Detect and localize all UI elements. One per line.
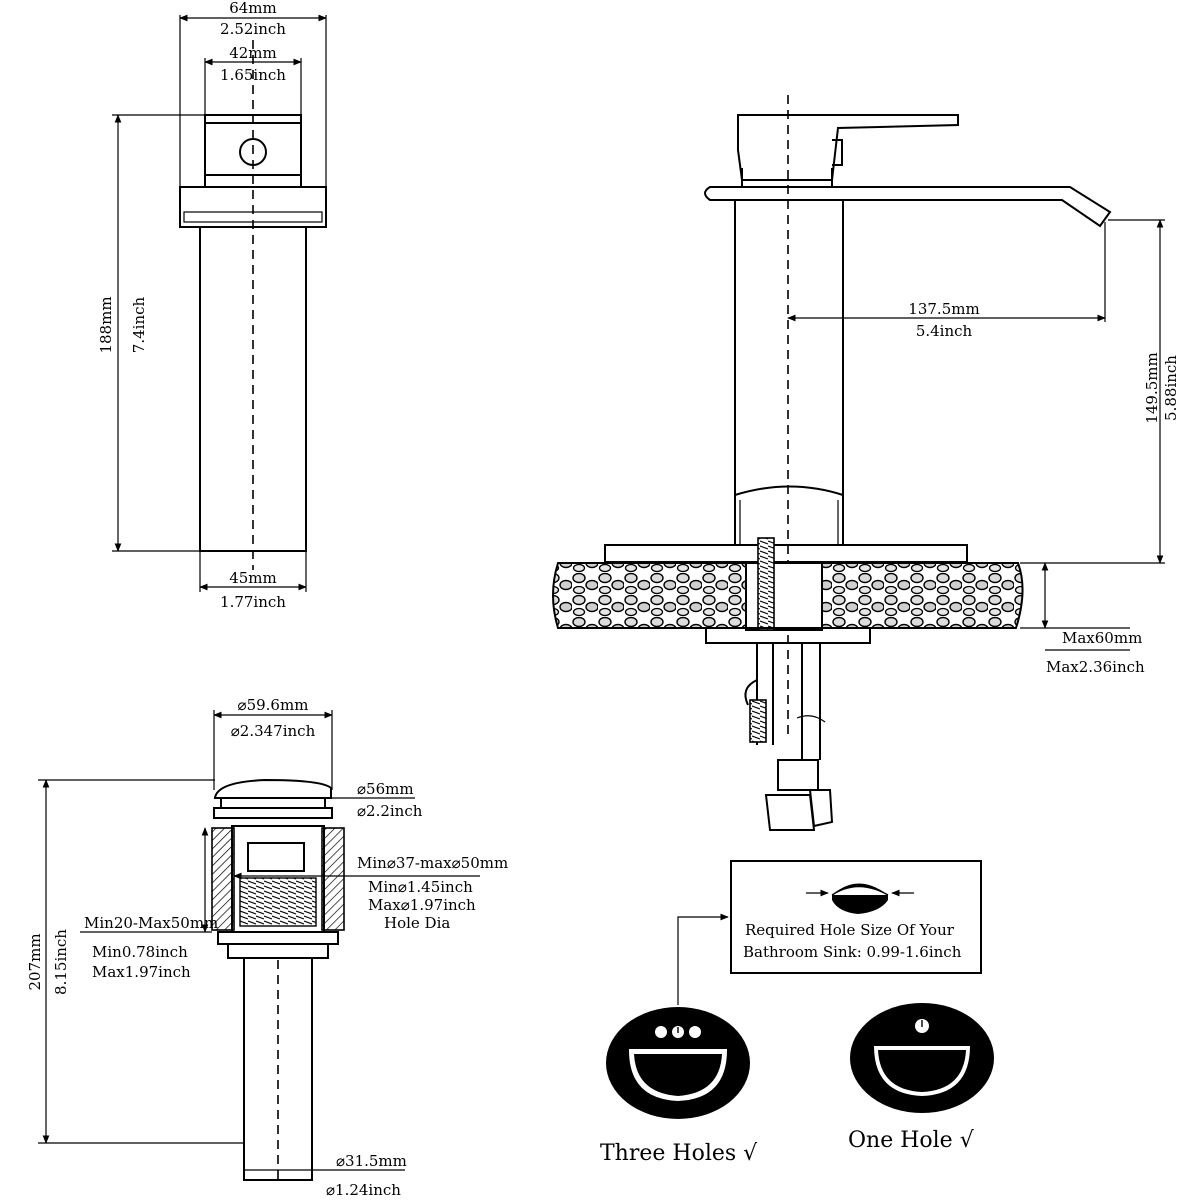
handle-width-in: 1.65inch [220, 66, 286, 84]
right-hole-icon [689, 1026, 701, 1038]
hole-dia-label: Hole Dia [384, 914, 450, 932]
left-hole-icon [655, 1026, 667, 1038]
front-handle [737, 114, 959, 181]
flange-dia-in: ⌀2.2inch [357, 802, 423, 820]
height-mm: 188mm [97, 296, 115, 353]
side-view: 64mm 2.52inch 42mm 1.65inch 188mm 7.4inc… [97, 0, 327, 611]
max-deck-in: Max2.36inch [1046, 658, 1145, 676]
deck-plate [604, 544, 968, 563]
spout-reach-mm: 137.5mm [908, 300, 979, 318]
hole-note-box [730, 860, 982, 974]
length-mm: 207mm [26, 933, 44, 990]
cap-dia-in: ⌀2.347inch [231, 722, 316, 740]
sink-three-holes: Three Holes √ [600, 1007, 758, 1166]
thickness-mm: Min20-Max50mm [84, 914, 218, 932]
front-spout [704, 186, 1112, 228]
top-width-mm: 64mm [229, 0, 277, 17]
mounting-nut [705, 627, 871, 644]
hole-note-line1: Required Hole Size Of Your [745, 921, 955, 939]
sink-one-hole: One Hole √ [848, 1003, 994, 1153]
hole-note-line2: Bathroom Sink: 0.99-1.6inch [743, 943, 962, 961]
height-in: 7.4inch [130, 296, 148, 353]
length-in: 8.15inch [52, 929, 70, 995]
hole-size-note: Required Hole Size Of Your Bathroom Sink… [677, 860, 982, 1005]
thickness-min-in: Min0.78inch [92, 943, 188, 961]
drain-tail-pipe [243, 957, 313, 1181]
hole-min-in: Min⌀1.45inch [368, 878, 473, 896]
drain-cap [213, 778, 332, 799]
spout-height-in: 5.88inch [1162, 355, 1180, 421]
flange-dia-mm: ⌀56mm [357, 780, 414, 798]
tail-dia-mm: ⌀31.5mm [336, 1152, 407, 1170]
hole-range-mm: Min⌀37-max⌀50mm [357, 854, 508, 872]
max-deck-mm: Max60mm [1062, 629, 1142, 647]
handle-width-mm: 42mm [229, 44, 277, 62]
drain-thread [239, 877, 317, 927]
pop-up-drain: ⌀59.6mm ⌀2.347inch ⌀56mm ⌀2.2inch Min⌀37… [26, 696, 508, 1199]
hole-max-in: Max⌀1.97inch [368, 896, 476, 914]
three-holes-label: Three Holes √ [600, 1141, 758, 1166]
base-width-mm: 45mm [229, 569, 277, 587]
one-hole-label: One Hole √ [848, 1128, 975, 1153]
spout-height-mm: 149.5mm [1143, 352, 1161, 423]
front-view: 137.5mm 5.4inch 149.5mm 5.88inch Max60mm… [552, 95, 1180, 831]
cap-dia-mm: ⌀59.6mm [238, 696, 309, 714]
thickness-max-in: Max1.97inch [92, 963, 191, 981]
tail-dia-in: ⌀1.24inch [326, 1181, 401, 1199]
top-width-in: 2.52inch [220, 20, 286, 38]
spout-reach-in: 5.4inch [916, 322, 973, 340]
mounting-bolt [757, 537, 775, 631]
base-width-in: 1.77inch [220, 593, 286, 611]
